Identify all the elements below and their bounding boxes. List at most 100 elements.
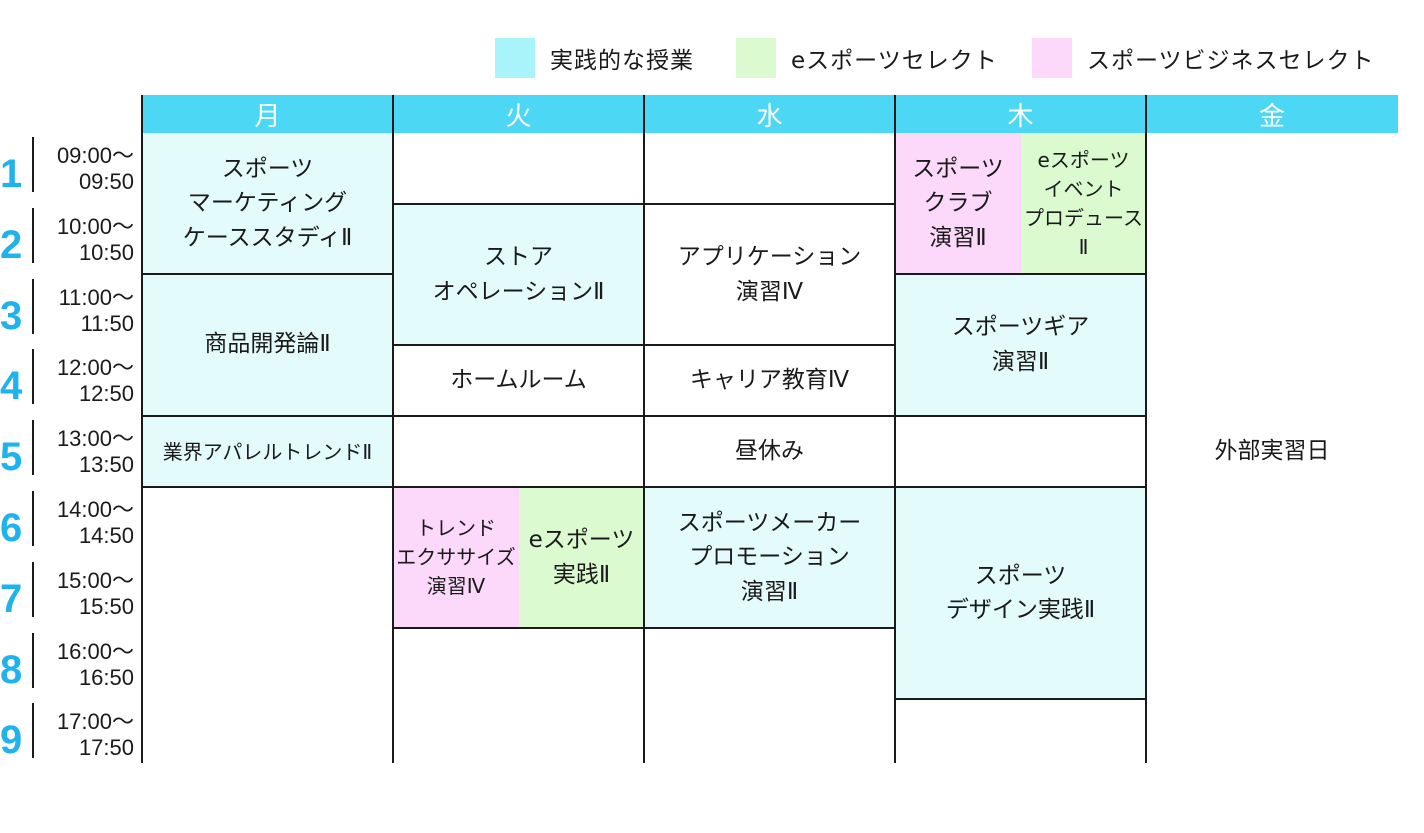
time-tick [32, 633, 34, 688]
period-end: 10:50 [78, 240, 134, 265]
legend-swatch-esports [736, 38, 776, 78]
grid-vline [141, 95, 143, 763]
grid-hline [141, 486, 1147, 488]
legend: 実践的な授業 [495, 38, 694, 78]
grid-hline [392, 627, 896, 629]
day-header-wed: 水 [644, 95, 895, 133]
grid-hline [894, 273, 1147, 275]
period-end: 13:50 [78, 452, 134, 477]
grid-vline [1145, 95, 1147, 763]
period-end: 17:50 [78, 735, 134, 760]
class-mon-marketing: スポーツ マーケティング ケーススタディⅡ [142, 133, 393, 274]
class-label: eスポーツ 実践Ⅱ [528, 527, 635, 588]
class-wed-maker: スポーツメーカー プロモーション 演習Ⅱ [644, 487, 895, 628]
class-label: アプリケーション 演習Ⅳ [677, 244, 862, 305]
period-number: 7 [0, 577, 23, 621]
class-label: スポーツ クラブ 演習Ⅱ [912, 155, 1004, 251]
class-tue-esports-practice: eスポーツ 実践Ⅱ [519, 487, 644, 628]
period-start: 15:00〜 [56, 568, 134, 593]
grid-vline [643, 95, 645, 763]
class-tue-store: ストア オペレーションⅡ [393, 204, 644, 345]
class-mon-apparel: 業界アパレルトレンドⅡ [142, 416, 393, 487]
time-tick [32, 703, 34, 758]
legend-label-practical: 実践的な授業 [550, 48, 694, 74]
class-label: 業界アパレルトレンドⅡ [162, 439, 373, 464]
grid-hline [392, 344, 896, 346]
period-end: 15:50 [78, 594, 134, 619]
period-number: 3 [0, 294, 23, 338]
period-number: 9 [0, 718, 23, 762]
period-start: 10:00〜 [56, 214, 134, 239]
legend-label-esports: eスポーツセレクト [791, 48, 998, 74]
class-thu-design: スポーツ デザイン実践Ⅱ [895, 487, 1146, 699]
time-tick [32, 349, 34, 404]
class-label: 商品開発論Ⅱ [204, 331, 331, 358]
time-tick [32, 562, 34, 617]
class-label: eスポーツ イベント プロデュースⅡ [1024, 147, 1143, 259]
period-number: 5 [0, 435, 23, 479]
class-mon-product: 商品開発論Ⅱ [142, 274, 393, 415]
class-tue-homeroom: ホームルーム [393, 345, 644, 416]
lunch-label: 昼休み [735, 438, 804, 465]
period-number: 6 [0, 506, 23, 550]
grid-hline [141, 415, 1147, 417]
period-start: 16:00〜 [56, 639, 134, 664]
grid-hline [894, 698, 1147, 700]
period-end: 12:50 [78, 381, 134, 406]
period-time: 16:00〜16:50 [42, 639, 134, 691]
class-label: キャリア教育Ⅳ [689, 367, 850, 394]
legend-esports: eスポーツセレクト [736, 38, 998, 78]
period-time: 13:00〜13:50 [42, 426, 134, 478]
grid-hline [392, 203, 896, 205]
legend-business: スポーツビジネスセレクト [1032, 38, 1375, 78]
period-number: 4 [0, 364, 23, 408]
class-label: ストア オペレーションⅡ [432, 244, 605, 305]
period-time: 10:00〜10:50 [42, 214, 134, 266]
grid-vline [392, 95, 394, 763]
period-start: 14:00〜 [56, 497, 134, 522]
class-label: ホームルーム [450, 367, 587, 394]
period-end: 16:50 [78, 665, 134, 690]
period-end: 09:50 [78, 169, 134, 194]
class-thu-esports-event: eスポーツ イベント プロデュースⅡ [1021, 133, 1146, 274]
time-tick [32, 137, 34, 192]
class-thu-gear: スポーツギア 演習Ⅱ [895, 274, 1146, 415]
period-number: 1 [0, 152, 23, 196]
legend-swatch-business [1032, 38, 1072, 78]
time-tick [32, 491, 34, 546]
time-tick [32, 279, 34, 334]
class-wed-career: キャリア教育Ⅳ [644, 345, 895, 416]
day-header-thu: 木 [895, 95, 1146, 133]
period-end: 14:50 [78, 523, 134, 548]
class-label: スポーツ デザイン実践Ⅱ [945, 562, 1096, 624]
period-start: 17:00〜 [56, 709, 134, 734]
period-time: 09:00〜09:50 [42, 143, 134, 195]
period-number: 2 [0, 223, 23, 267]
time-tick [32, 420, 34, 475]
class-label: 外部実習日 [1214, 438, 1330, 465]
grid-vline [894, 95, 896, 763]
class-thu-club: スポーツ クラブ 演習Ⅱ [895, 133, 1021, 274]
class-label: トレンド エクササイズ 演習Ⅳ [396, 516, 516, 598]
grid-hline [141, 273, 394, 275]
period-time: 17:00〜17:50 [42, 709, 134, 761]
class-label: スポーツ マーケティング ケーススタディⅡ [182, 155, 353, 251]
day-header-mon: 月 [142, 95, 393, 133]
day-header-tue: 火 [393, 95, 644, 133]
day-header-fri: 金 [1146, 95, 1398, 133]
legend-label-business: スポーツビジネスセレクト [1087, 48, 1375, 74]
period-time: 11:00〜11:50 [42, 285, 134, 337]
class-label: スポーツギア 演習Ⅱ [951, 314, 1090, 375]
lunch-break: 昼休み [393, 416, 1146, 487]
period-time: 14:00〜14:50 [42, 497, 134, 549]
period-time: 12:00〜12:50 [42, 355, 134, 407]
class-label: スポーツメーカー プロモーション 演習Ⅱ [677, 509, 862, 605]
period-start: 12:00〜 [56, 355, 134, 380]
class-fri-external: 外部実習日 [1146, 416, 1398, 487]
period-number: 8 [0, 648, 23, 692]
period-time: 15:00〜15:50 [42, 568, 134, 620]
period-start: 11:00〜 [58, 285, 134, 310]
class-tue-trend-exercise: トレンド エクササイズ 演習Ⅳ [393, 487, 519, 628]
time-tick [32, 208, 34, 263]
period-start: 09:00〜 [56, 143, 134, 168]
